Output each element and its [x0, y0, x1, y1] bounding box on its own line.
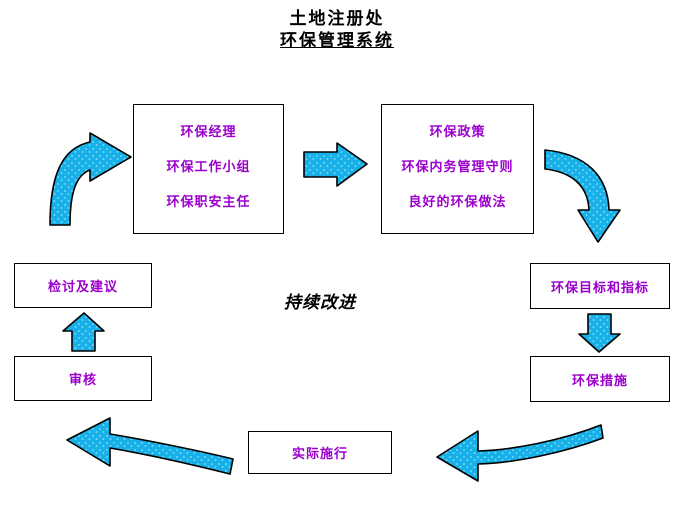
box-review-and-recommendation: 检讨及建议 — [14, 263, 152, 308]
box-label-measures: 环保措施 — [571, 373, 628, 389]
box-line-housekeeping-rules: 环保内务管理守则 — [401, 160, 514, 175]
arrow-targets-to-measures — [578, 313, 621, 353]
box-implementation: 实际施行 — [248, 431, 392, 474]
box-environmental-targets: 环保目标和指标 — [530, 263, 670, 309]
box-environmental-policy: 环保政策 环保内务管理守则 良好的环保做法 — [381, 104, 534, 234]
box-line-safety-officer: 环保职安主任 — [166, 195, 251, 210]
curved-arrow-policy-to-targets — [544, 149, 621, 243]
box-line-working-group: 环保工作小组 — [166, 160, 251, 175]
box-label-audit: 审核 — [68, 373, 97, 388]
curved-arrow-measures-to-implement — [436, 424, 604, 482]
box-label-targets: 环保目标和指标 — [550, 280, 649, 296]
title-line-1: 土地注册处 — [289, 9, 385, 29]
box-label-review: 检讨及建议 — [47, 280, 118, 295]
curved-arrow-implement-to-audit — [66, 417, 234, 475]
curved-arrow-start-to-management — [49, 132, 132, 226]
box-environmental-management-roles: 环保经理 环保工作小组 环保职安主任 — [133, 104, 284, 234]
box-environmental-measures: 环保措施 — [530, 356, 670, 402]
box-line-policy: 环保政策 — [429, 125, 486, 140]
box-label-implement: 实际施行 — [291, 447, 348, 462]
box-line-good-practices: 良好的环保做法 — [408, 195, 507, 210]
caption-continuous-improvement: 持续改进 — [284, 293, 356, 313]
box-line-manager: 环保经理 — [180, 125, 237, 140]
arrow-management-to-policy — [303, 142, 368, 187]
box-audit: 审核 — [14, 356, 152, 401]
arrow-audit-to-review — [62, 312, 105, 352]
title-line-2: 环保管理系统 — [280, 31, 394, 51]
page-title: 土地注册处 环保管理系统 — [0, 8, 674, 52]
